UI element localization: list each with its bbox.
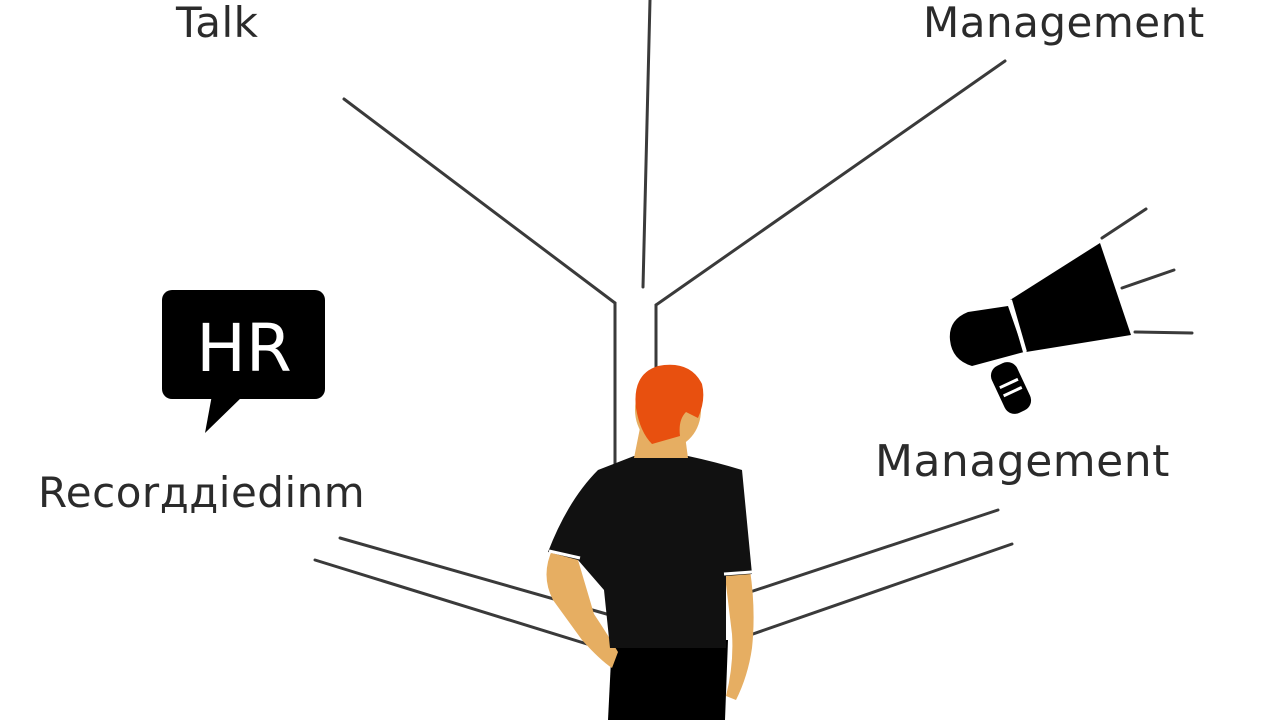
label-recorded: Recorддiedinm [38,468,366,517]
person-figure [546,364,754,720]
megaphone-icon [949,207,1194,414]
path-line-low-right-1 [748,508,1000,594]
path-line-up-center [641,0,652,289]
label-management-right: Management [875,436,1170,487]
label-management-top: Management [923,0,1205,47]
speech-bubble-icon: HR [162,290,325,433]
path-line-low-left-2 [313,558,602,650]
hr-badge-text: HR [196,310,292,387]
label-talk: Talk [176,0,259,47]
path-line-up-left [342,97,617,305]
path-line-up-right [654,59,1007,307]
person-hair [635,364,704,444]
path-line-low-right-2 [748,542,1014,637]
